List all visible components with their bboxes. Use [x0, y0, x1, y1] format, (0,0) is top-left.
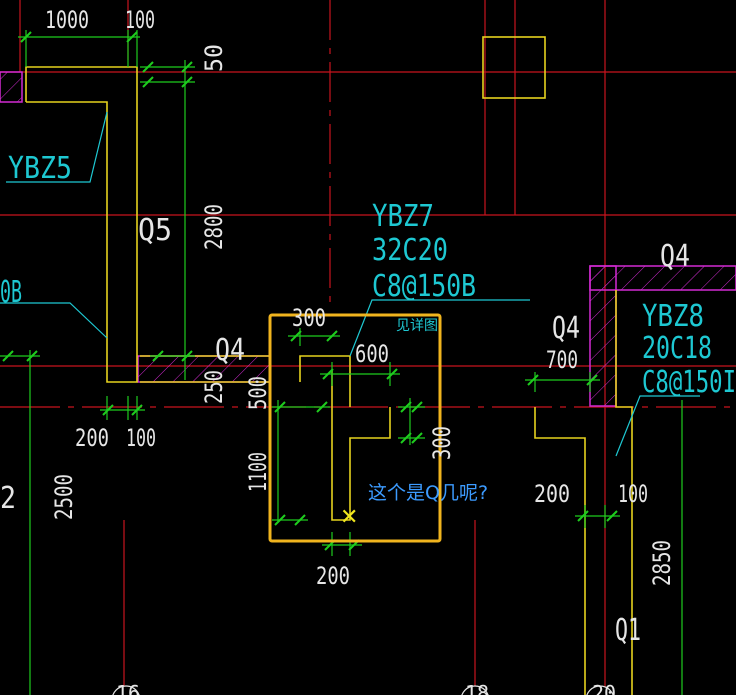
dimension-tick [131, 404, 143, 416]
dimension-tick [126, 31, 138, 43]
label-see-detail: 见详图 [396, 318, 438, 334]
axis-bubbles [112, 685, 614, 695]
dimension-tick [326, 330, 338, 342]
dimension-tick [274, 514, 286, 526]
dimension-tick [411, 432, 423, 444]
dim-text: 2800 [200, 204, 228, 250]
dimension-tick [20, 31, 32, 43]
dimension-tick [142, 61, 154, 73]
q1-wall [534, 407, 586, 695]
dimension-tick [577, 510, 589, 522]
column-square [482, 36, 546, 99]
dim-text: 50 [200, 44, 228, 72]
dimension-tick [102, 404, 114, 416]
dimension-tick [586, 374, 598, 386]
dim-text: 2 [0, 481, 16, 516]
label-q5: Q5 [138, 213, 172, 248]
dimension-tick [26, 350, 38, 362]
label-ybz7-stirrup: C8@150B [372, 269, 476, 304]
label-ybz8-stirrup: C8@150I [642, 365, 736, 400]
highlight-box [268, 313, 442, 543]
axis-bubble-20 [586, 685, 614, 695]
ybz7-outline [299, 355, 351, 407]
dim-text: 100 [125, 6, 155, 34]
axis-label-16: 16 [116, 681, 140, 695]
leader-ybz8 [615, 395, 700, 457]
label-ybz8-bars: 20C18 [642, 331, 712, 366]
dimension-tick [152, 350, 164, 362]
dimension-tick [294, 514, 306, 526]
ybz8-outline [615, 290, 633, 695]
dimension-tick [527, 374, 539, 386]
wall-hatching [0, 71, 736, 407]
hatch-wall-q4-side [589, 265, 617, 407]
label-ybz7: YBZ7 [372, 199, 434, 234]
drawing-texts: 1000 100 50 YBZ5 Q5 2800 0B YBZ7 32C20 C… [0, 6, 736, 695]
leader-ybz5 [6, 111, 108, 183]
dimension-tick [142, 76, 154, 88]
dim-text: 2500 [50, 474, 78, 520]
dim-text: 200 [316, 562, 350, 590]
axis-label-18: 18 [465, 681, 489, 695]
dim-text: 200 [75, 424, 109, 452]
dim-text: 600 [355, 340, 389, 368]
dim-text: 250 [200, 370, 228, 404]
label-q4-left: Q4 [215, 333, 245, 368]
dimension-tick [181, 350, 193, 362]
axis-bubble-16 [112, 685, 140, 695]
leader-ybz7 [349, 299, 530, 357]
label-q1: Q1 [615, 613, 641, 648]
dimension-tick [181, 61, 193, 73]
ybz7-body [331, 370, 391, 521]
dimension-ticks [2, 31, 618, 551]
dim-text: 500 [244, 376, 272, 410]
label-q4-top: Q4 [660, 239, 690, 274]
label-ybz5: YBZ5 [8, 151, 72, 186]
dim-text: 300 [428, 426, 456, 460]
question-annotation: 这个是Q几呢? [368, 482, 489, 504]
axis-bubble-18 [461, 685, 489, 695]
dimension-tick [411, 401, 423, 413]
leader-lines [0, 111, 700, 457]
label-0b: 0B [0, 275, 22, 310]
label-ybz7-bars: 32C20 [372, 233, 448, 268]
dimension-tick [322, 368, 334, 380]
ybz5-outline [25, 66, 138, 383]
dimension-tick [400, 432, 412, 444]
leader-0b [0, 302, 108, 339]
dim-text: 100 [126, 424, 156, 452]
dimension-tick [181, 76, 193, 88]
cursor-cross-icon: ✕ [340, 505, 359, 530]
dim-text: 1000 [45, 6, 89, 34]
dim-text: 100 [618, 480, 648, 508]
dimension-tick [400, 401, 412, 413]
dim-text: 1100 [244, 452, 272, 492]
dim-text: 200 [534, 480, 570, 508]
dimension-tick [274, 401, 286, 413]
dimension-tick [290, 330, 302, 342]
label-ybz8: YBZ8 [642, 299, 704, 334]
dimension-tick [386, 368, 398, 380]
dimension-tick [316, 401, 328, 413]
dim-text: 2850 [648, 540, 676, 586]
axis-label-20: 20 [592, 681, 616, 695]
dimension-tick [606, 510, 618, 522]
dimension-tick [2, 350, 14, 362]
label-q4-right: Q4 [552, 311, 580, 346]
dim-text: 300 [292, 304, 326, 332]
dim-text: 700 [546, 346, 578, 374]
hatch-wall-left [0, 71, 23, 103]
